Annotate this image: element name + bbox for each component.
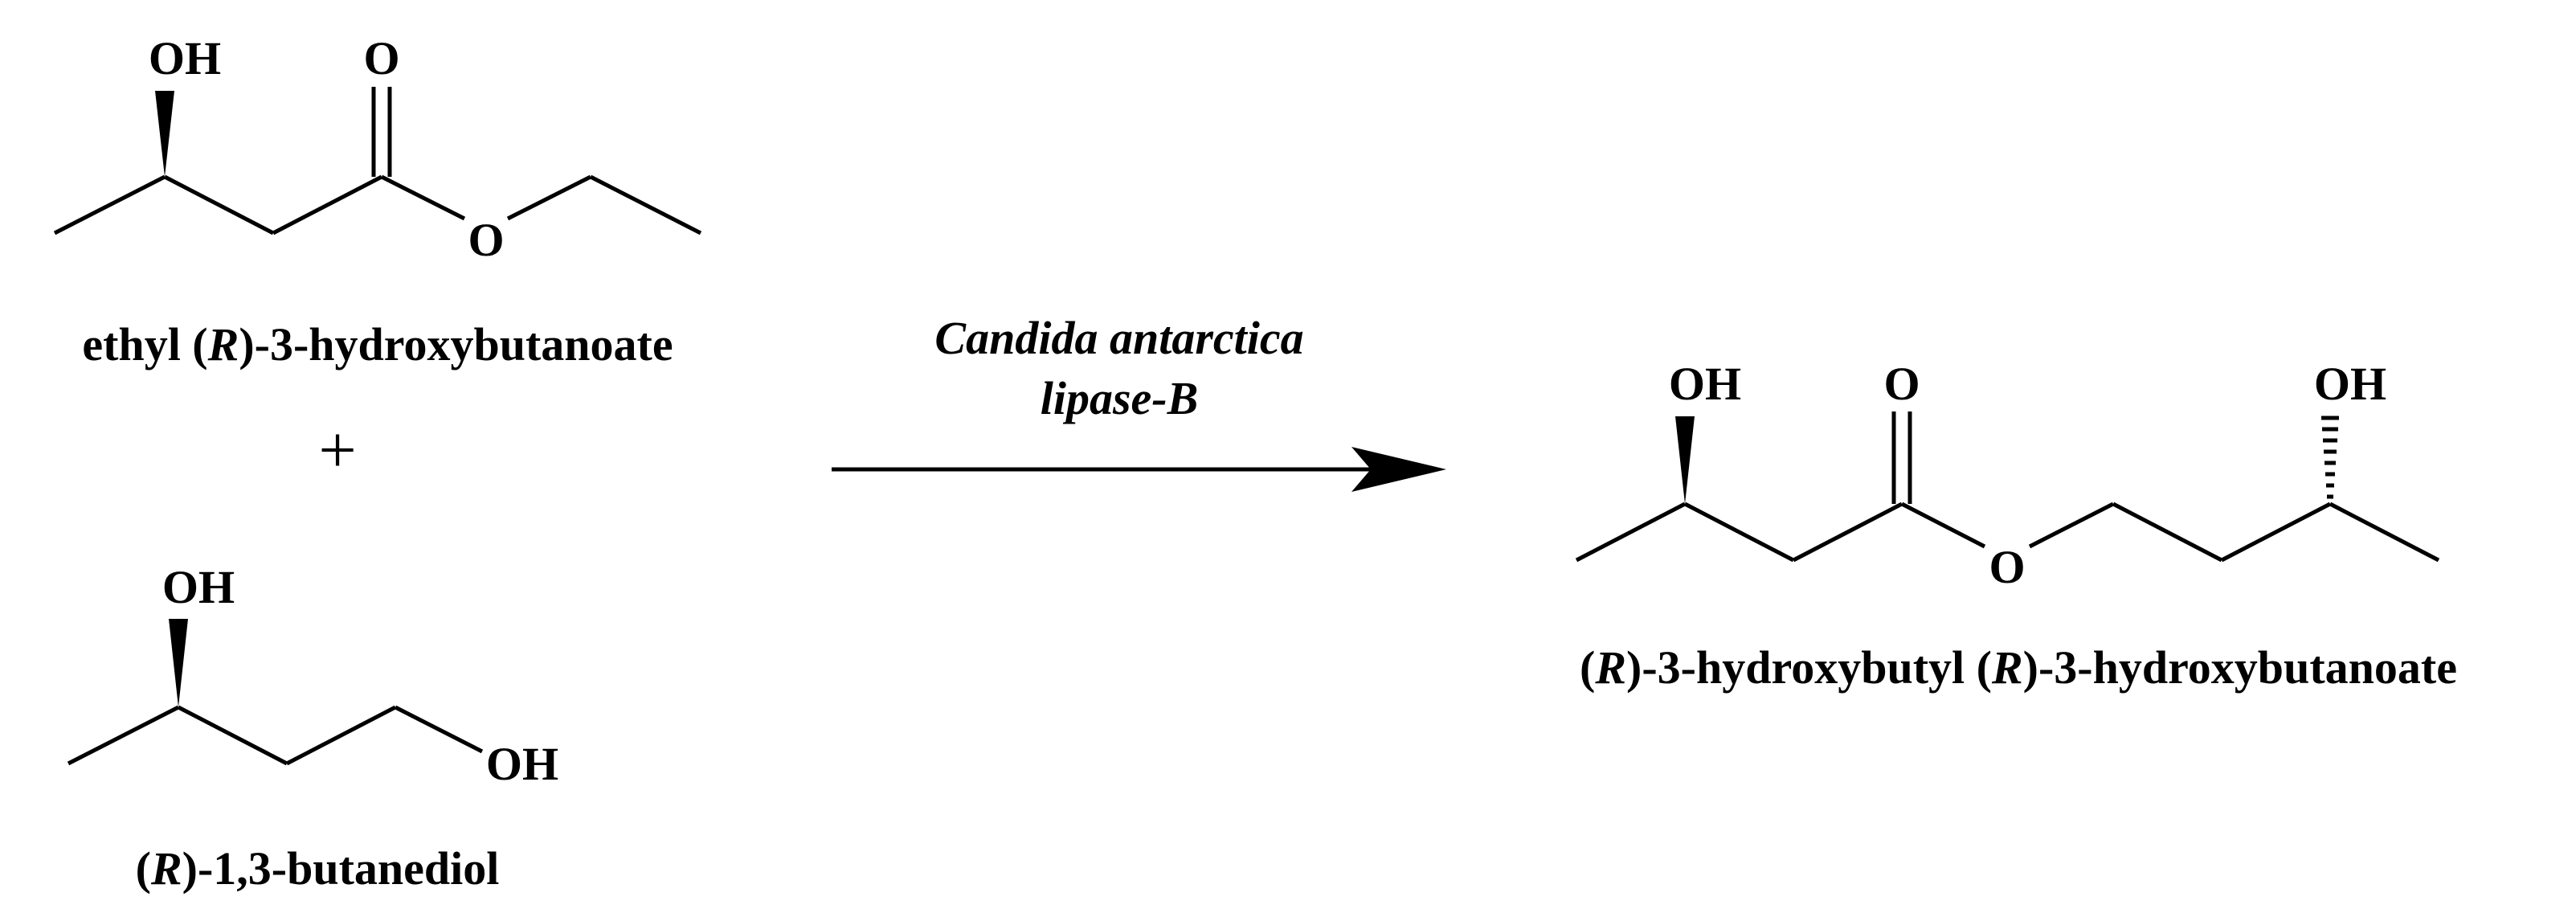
compound-name: ethyl (R)-3-hydroxybutanoate bbox=[82, 318, 673, 371]
bond bbox=[394, 705, 484, 754]
bond bbox=[2028, 502, 2115, 549]
bond bbox=[67, 705, 180, 766]
bond bbox=[506, 174, 592, 221]
reactant-ethyl-hydroxybutanoate: OH O O ethyl (R)-3-hydroxybutanoate bbox=[53, 32, 702, 371]
bond bbox=[2112, 502, 2223, 563]
hydroxyl-label: OH bbox=[1669, 358, 1741, 410]
reactant-butanediol: OH OH (R)-1,3-butanediol bbox=[67, 561, 558, 895]
hydroxyl-label: OH bbox=[149, 32, 221, 84]
bond bbox=[163, 174, 275, 235]
carbonyl-oxygen-label: O bbox=[363, 32, 399, 84]
compound-name: (R)-3-hydroxybutyl (R)-3-hydroxybutanoat… bbox=[1580, 641, 2457, 694]
plus-sign: + bbox=[318, 413, 356, 488]
bond bbox=[1683, 502, 1795, 563]
arrow-head bbox=[1351, 447, 1446, 492]
ester-oxygen-label: O bbox=[1989, 541, 2025, 593]
bond bbox=[177, 705, 288, 766]
product-molecule: OH O O OH (R)-3-hydroxybutyl (R)-3-hydro… bbox=[1575, 358, 2457, 694]
carbonyl-oxygen-label: O bbox=[1883, 358, 1920, 410]
reaction-arrow bbox=[832, 447, 1446, 492]
compound-name: (R)-1,3-butanediol bbox=[136, 842, 500, 895]
ester-oxygen-label: O bbox=[468, 214, 504, 266]
bond bbox=[589, 174, 702, 235]
catalyst-label: Candida antarctica bbox=[934, 312, 1303, 364]
bond bbox=[1575, 502, 1687, 563]
terminal-hydroxyl-label: OH bbox=[486, 738, 558, 790]
hashed-wedge-bond bbox=[2321, 416, 2339, 499]
bond bbox=[272, 174, 383, 235]
hydroxyl-label: OH bbox=[162, 561, 235, 613]
bond bbox=[1792, 502, 1903, 563]
wedge-bond bbox=[169, 619, 188, 707]
bond bbox=[285, 705, 397, 766]
bond bbox=[2220, 502, 2332, 563]
bond bbox=[380, 174, 466, 221]
catalyst-label-line2: lipase-B bbox=[1041, 372, 1199, 424]
bond bbox=[2329, 502, 2440, 563]
wedge-bond bbox=[155, 91, 174, 177]
wedge-bond bbox=[1675, 416, 1695, 504]
bond bbox=[53, 174, 166, 235]
bond bbox=[1900, 502, 1986, 549]
hydroxyl-label: OH bbox=[2314, 358, 2386, 410]
